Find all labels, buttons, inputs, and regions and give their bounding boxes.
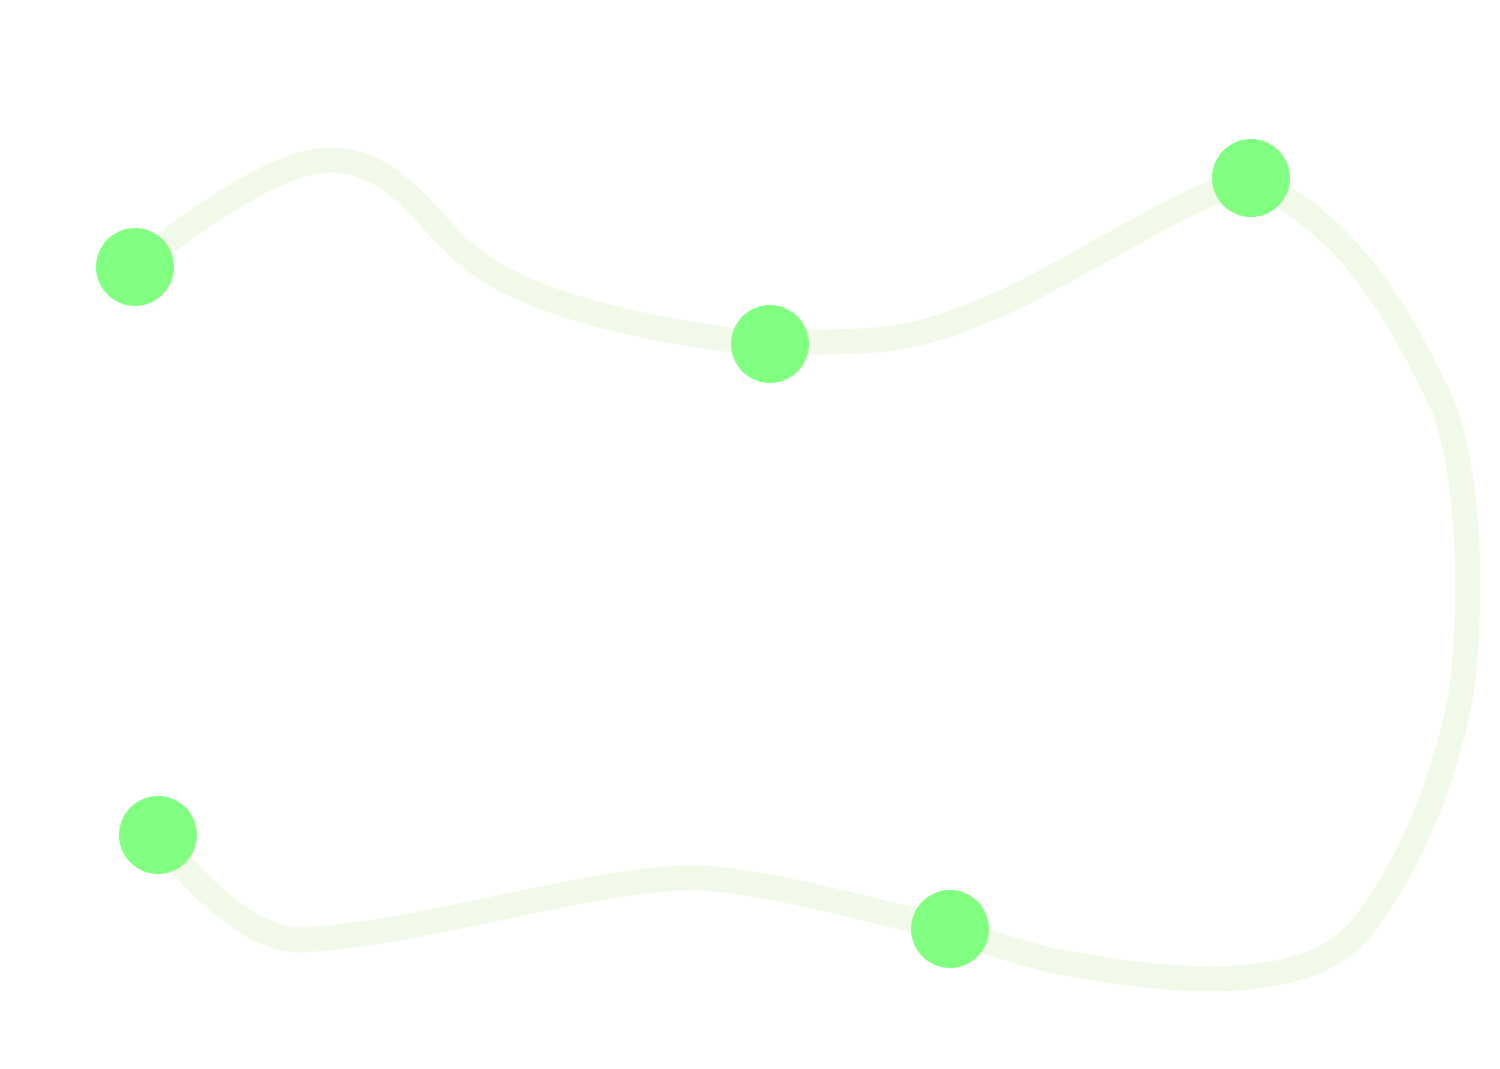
route-path: [122, 147, 1481, 992]
waypoint-node-5[interactable]: [119, 796, 197, 874]
waypoint-node-4[interactable]: [911, 890, 989, 968]
waypoint-node-3[interactable]: [1212, 139, 1290, 217]
waypoint-node-2[interactable]: [731, 305, 809, 383]
waypoint-nodes: [96, 139, 1290, 968]
waypoint-node-1[interactable]: [96, 228, 174, 306]
